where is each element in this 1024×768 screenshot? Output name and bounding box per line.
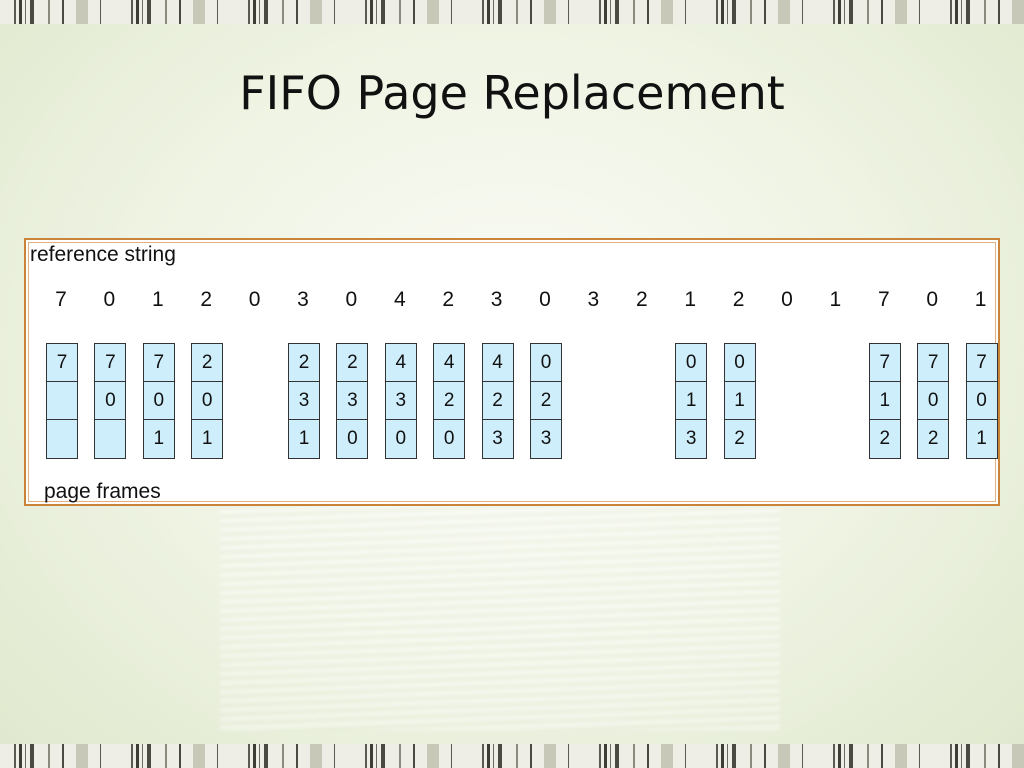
frame-cell: 0	[192, 382, 223, 420]
frame-cell	[47, 382, 77, 420]
reference-string-item: 3	[297, 288, 309, 311]
slide-title: FIFO Page Replacement	[239, 66, 785, 120]
frame-cell: 3	[385, 382, 416, 420]
frame-cell: 1	[153, 428, 165, 449]
frame-cell: 2	[879, 428, 891, 449]
reference-string-item: 0	[539, 288, 551, 311]
frame-cell: 0	[395, 428, 407, 449]
reference-string-item: 3	[587, 288, 600, 311]
frame-cell: 2	[482, 382, 513, 420]
frame-cell: 7	[918, 344, 949, 382]
reference-string-label: reference string	[30, 243, 176, 266]
frame-cell: 0	[143, 382, 174, 420]
reference-string-item: 2	[200, 288, 213, 311]
reference-string-item: 1	[974, 288, 987, 311]
frame-cell: 4	[385, 344, 416, 382]
frame-cell: 0	[95, 382, 126, 420]
reference-string-item: 2	[732, 288, 745, 311]
bottom-decorative-stripe	[0, 744, 1024, 768]
page-frames-label: page frames	[44, 480, 161, 503]
reference-string-item: 1	[684, 288, 697, 311]
frame-cell: 2	[734, 428, 745, 449]
page-frame-column: 7	[46, 343, 78, 459]
frame-cell: 1	[724, 382, 755, 420]
frame-cell: 2	[192, 344, 223, 382]
background-paper-stack	[220, 500, 780, 730]
frame-cell: 2	[337, 344, 368, 382]
reference-string-item: 0	[926, 288, 939, 311]
reference-string-item: 0	[345, 288, 358, 311]
frame-cell: 2	[289, 344, 319, 382]
reference-string-item: 1	[151, 288, 164, 311]
reference-string-item: 7	[877, 288, 890, 311]
frame-cell: 0	[443, 428, 455, 449]
frame-cell: 3	[337, 382, 368, 420]
frame-cell	[47, 420, 77, 458]
frame-cell: 7	[143, 344, 174, 382]
frame-cell: 7	[869, 344, 900, 382]
frame-cell: 3	[540, 428, 552, 449]
frame-cell: 4	[434, 344, 465, 382]
top-decorative-stripe	[0, 0, 1024, 24]
frame-cell: 7	[95, 344, 126, 382]
frame-cell: 3	[289, 382, 319, 420]
frame-cell: 0	[724, 344, 755, 382]
frame-cell: 0	[676, 344, 707, 382]
frame-cell: 2	[434, 382, 465, 420]
reference-string-item: 0	[781, 288, 793, 311]
frame-cell: 1	[976, 428, 987, 449]
frame-cell: 7	[47, 344, 77, 382]
frame-cell: 4	[482, 344, 513, 382]
reference-string-item: 2	[635, 288, 648, 311]
frame-cell: 2	[531, 382, 561, 420]
reference-string-item: 0	[248, 288, 261, 311]
frame-cell: 2	[927, 428, 939, 449]
reference-string-item: 1	[829, 288, 842, 311]
frame-cell: 7	[966, 344, 997, 382]
reference-string-item: 4	[393, 288, 406, 311]
frame-cell: 0	[966, 382, 997, 420]
reference-string-item: 3	[490, 288, 503, 311]
frame-cell: 0	[531, 344, 561, 382]
frame-cell: 3	[492, 428, 503, 449]
frame-cell: 1	[201, 428, 213, 449]
frame-cell: 0	[918, 382, 949, 420]
frame-cell: 3	[685, 428, 697, 449]
reference-string-item: 7	[55, 288, 67, 311]
frame-cell: 1	[298, 428, 310, 449]
reference-string-item: 0	[103, 288, 116, 311]
frame-cell: 0	[347, 428, 358, 449]
frame-cell: 1	[869, 382, 900, 420]
frame-cell	[95, 420, 125, 458]
frame-cell: 1	[676, 382, 707, 420]
reference-string-item: 2	[442, 288, 455, 311]
